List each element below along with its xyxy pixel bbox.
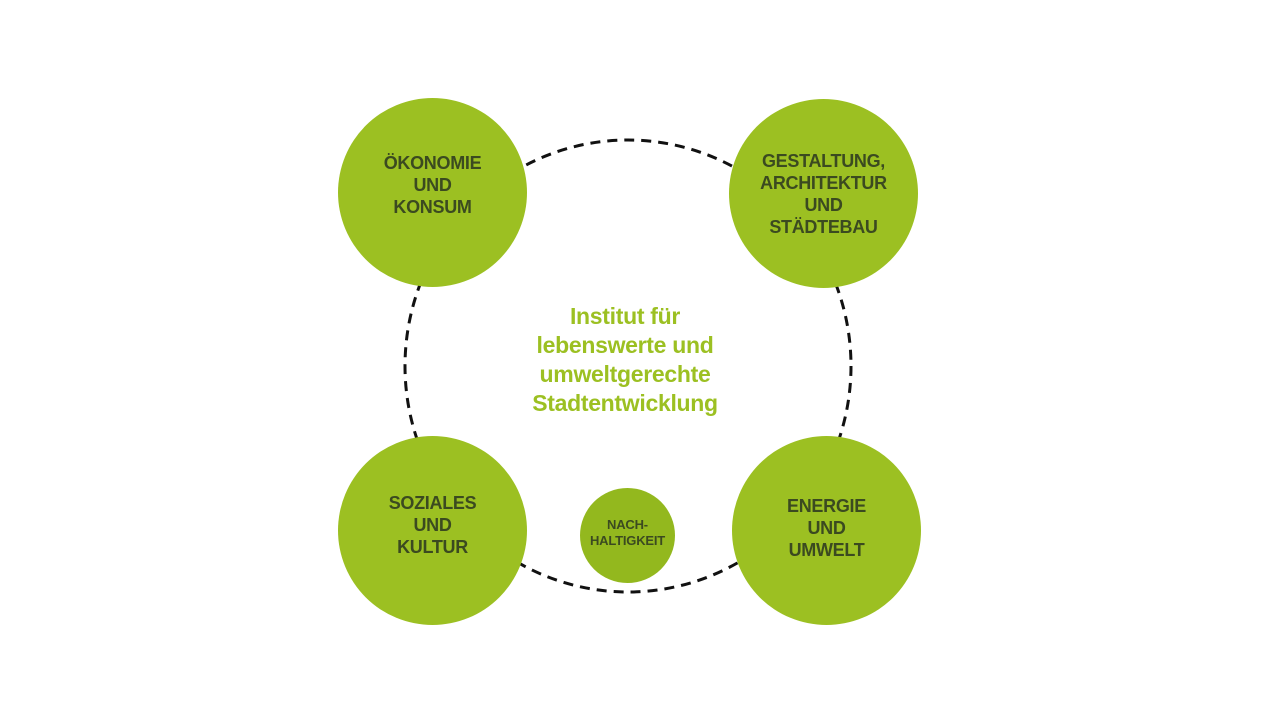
title-line: Stadtentwicklung <box>532 390 718 416</box>
node-label-line: UND <box>804 194 843 215</box>
node-label-line: ENERGIE <box>787 495 866 516</box>
node-label-line: KULTUR <box>397 536 468 557</box>
node-label-line: SOZIALES <box>388 492 477 513</box>
node-label-line: ÖKONOMIE <box>383 152 482 173</box>
node-label-line: KONSUM <box>393 196 472 217</box>
node-label-line: STÄDTEBAU <box>769 216 878 237</box>
title-line: Institut für <box>569 303 681 329</box>
title-line: lebenswerte und <box>536 332 714 358</box>
node-label-line: UMWELT <box>788 539 865 560</box>
node-label-line: UND <box>413 514 452 535</box>
node-label-line: NACH- <box>607 516 648 532</box>
node-label: ÖKONOMIE UND KONSUM <box>384 152 482 218</box>
node-label-line: GESTALTUNG, <box>761 150 885 171</box>
node-label-line: UND <box>413 174 452 195</box>
title-line: umweltgerechte <box>539 361 711 387</box>
node-gestaltung-architektur-staedtebau: GESTALTUNG, ARCHITEKTUR UND STÄDTEBAU <box>729 99 918 288</box>
node-label: ENERGIE UND UMWELT <box>787 495 866 561</box>
node-energie-und-umwelt: ENERGIE UND UMWELT <box>732 436 921 625</box>
node-label: SOZIALES UND KULTUR <box>389 492 477 558</box>
node-label: GESTALTUNG, ARCHITEKTUR UND STÄDTEBAU <box>760 150 887 238</box>
institute-title: Institut für lebenswerte und umweltgerec… <box>490 302 760 418</box>
node-label-line: UND <box>807 517 846 538</box>
node-label: NACH- HALTIGKEIT <box>590 517 665 549</box>
node-oekonomie-und-konsum: ÖKONOMIE UND KONSUM <box>338 98 527 287</box>
node-label-line: HALTIGKEIT <box>589 532 666 548</box>
node-soziales-und-kultur: SOZIALES UND KULTUR <box>338 436 527 625</box>
node-nachhaltigkeit: NACH- HALTIGKEIT <box>580 488 675 583</box>
dashed-ring <box>403 138 853 594</box>
node-label-line: ARCHITEKTUR <box>760 172 887 193</box>
